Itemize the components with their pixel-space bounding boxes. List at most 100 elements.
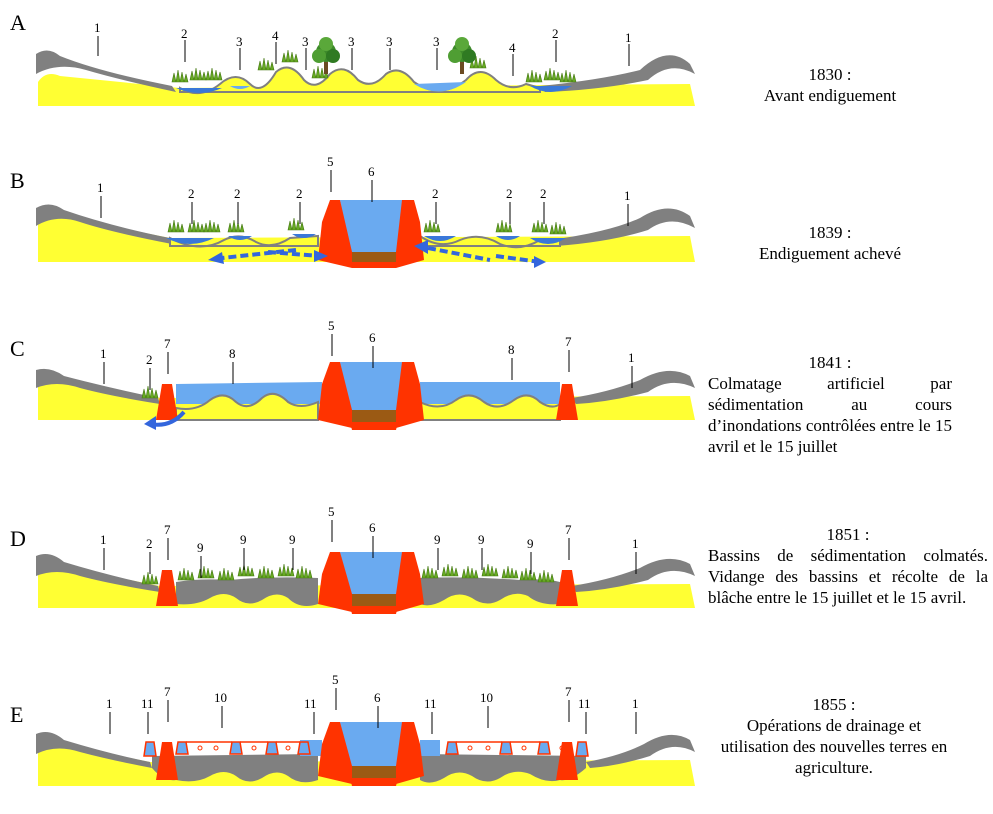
river-water <box>340 552 406 594</box>
marker-label: 2 <box>188 186 195 201</box>
marker-label: 5 <box>332 672 339 687</box>
marker-label: 6 <box>374 690 381 705</box>
ground-layer <box>36 732 152 768</box>
water-pond <box>228 236 252 240</box>
ground-layer <box>36 204 172 244</box>
caption-year: 1851 : <box>826 525 870 544</box>
caption-text: Avant endiguement <box>763 86 897 105</box>
panel-letter: A <box>10 10 26 35</box>
caption-c: 1841 : Colmatage artificiel par sédiment… <box>708 352 952 457</box>
marker-label: 3 <box>348 34 355 49</box>
marker-label: 7 <box>565 334 572 349</box>
ground-layer-right <box>586 734 695 768</box>
marker-label: 7 <box>164 522 171 537</box>
marker-label: 6 <box>369 520 376 535</box>
dike-base <box>350 422 398 430</box>
marker-label: 5 <box>328 504 335 519</box>
caption-text: Opérations de drainage et utilisation de… <box>720 716 948 777</box>
marker-label: 9 <box>478 532 485 547</box>
filled-basin <box>420 577 560 606</box>
marker-label: 2 <box>296 186 303 201</box>
marker-label: 5 <box>327 154 334 169</box>
relief <box>179 66 541 95</box>
marker-label: 1 <box>100 346 107 361</box>
marker-label: 11 <box>141 696 154 711</box>
water-channel <box>414 82 466 92</box>
marker-label: 5 <box>328 318 335 333</box>
caption-year: 1839 : <box>808 223 852 242</box>
marker-label: 11 <box>424 696 437 711</box>
marker-label: 9 <box>434 532 441 547</box>
ground-layer-right <box>550 208 695 246</box>
tree-icon <box>448 37 476 74</box>
arrowhead-icon <box>144 416 156 430</box>
marker-label: 2 <box>506 186 513 201</box>
marker-label: 6 <box>369 330 376 345</box>
caption-year: 1855 : <box>812 695 856 714</box>
riverbed <box>350 766 398 780</box>
drainage-ditches <box>143 741 589 757</box>
caption-year: 1841 : <box>808 353 852 372</box>
water-pond <box>176 88 222 93</box>
marker-label: 9 <box>289 532 296 547</box>
water-pond <box>530 238 566 244</box>
marker-label: 2 <box>146 352 153 367</box>
panel-letter: E <box>10 702 23 727</box>
relief <box>419 234 561 249</box>
dike-left <box>318 200 352 268</box>
marker-label: 2 <box>234 186 241 201</box>
marker-label: 2 <box>432 186 439 201</box>
marker-label: 7 <box>565 522 572 537</box>
marker-label: 1 <box>106 696 113 711</box>
water-pond <box>230 86 250 89</box>
marker-label: 1 <box>624 188 631 203</box>
marker-label: 1 <box>628 350 635 365</box>
secondary-dike-left <box>156 570 178 606</box>
marker-label: 1 <box>632 536 639 551</box>
panel-letter: D <box>10 526 26 551</box>
panel-b: B 1 2 2 2 5 6 2 2 2 1 <box>10 154 695 268</box>
marker-label: 9 <box>527 536 534 551</box>
marker-label: 7 <box>164 684 171 699</box>
secondary-dike-right <box>556 384 578 420</box>
caption-text: Colmatage artificiel par sédimentation a… <box>708 374 952 456</box>
marker-label: 11 <box>578 696 591 711</box>
panel-letter: B <box>10 168 25 193</box>
marker-label: 1 <box>632 696 639 711</box>
seepage-arrow-icon <box>221 246 541 264</box>
arrowhead-icon <box>208 240 546 268</box>
marker-label: 8 <box>508 342 515 357</box>
farmland <box>152 754 318 783</box>
dike-right <box>396 200 424 268</box>
flood-water <box>176 382 322 404</box>
river-water <box>340 362 406 410</box>
marker-label: 1 <box>100 532 107 547</box>
dike-left <box>318 552 352 612</box>
marker-label: 7 <box>164 336 171 351</box>
river-water <box>340 200 406 252</box>
dike-base <box>350 778 398 786</box>
relief <box>419 394 561 421</box>
caption-text: Bassins de sédimentation colmatés. Vidan… <box>708 546 988 607</box>
dike-base <box>350 262 398 268</box>
panel-e: E 1 11 7 10 11 5 6 11 10 7 11 1 <box>10 672 695 786</box>
marker-label: 4 <box>509 40 516 55</box>
dike-right <box>396 362 424 428</box>
marker-label: 10 <box>214 690 227 705</box>
marker-label: 6 <box>368 164 375 179</box>
marker-label: 3 <box>302 34 309 49</box>
water-fill <box>420 740 440 756</box>
panel-c: C 1 2 7 8 5 6 8 7 1 <box>10 318 695 430</box>
secondary-dike-left <box>156 742 178 780</box>
marker-label: 9 <box>197 540 204 555</box>
ground-layer <box>36 50 176 92</box>
caption-a: 1830 : Avant endiguement <box>720 64 940 106</box>
dike-left <box>318 362 352 428</box>
dike-right <box>396 722 424 784</box>
secondary-dike-right <box>556 570 578 606</box>
secondary-dike-left <box>156 384 178 420</box>
panel-a: A 1 2 3 4 3 3 3 3 4 2 1 <box>10 10 695 106</box>
dike-base <box>350 606 398 614</box>
relief <box>175 392 319 421</box>
